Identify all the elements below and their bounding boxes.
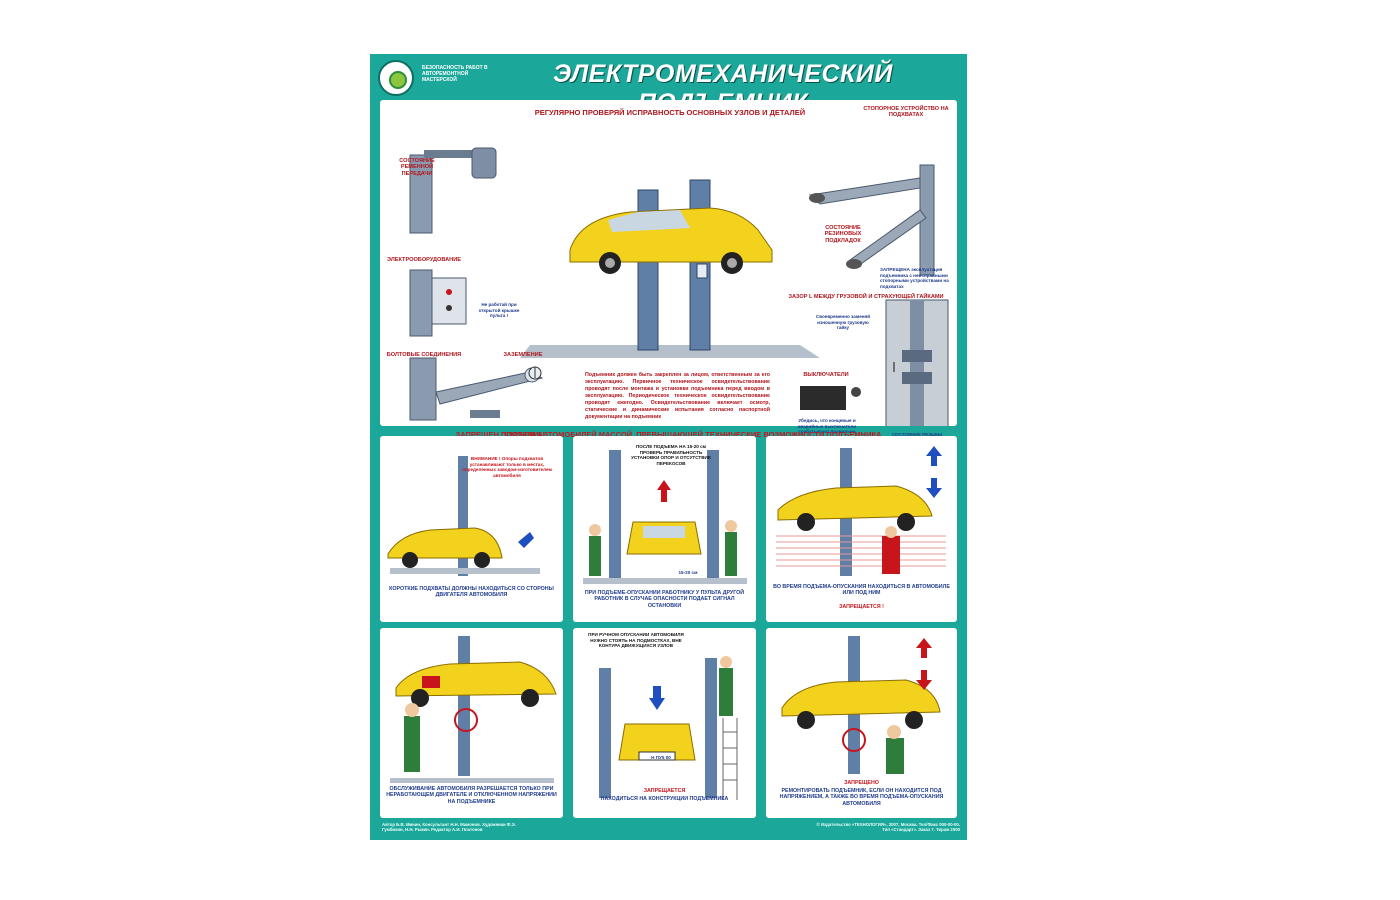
maintenance-banner: РЕГУЛЯРНО ПРОВЕРЯЙ ИСПРАВНОСТЬ ОСНОВНЫХ … <box>534 108 806 117</box>
label-rubber: СОСТОЯНИЕ РЕЗИНОВЫХ ПОДКЛАДОК <box>824 225 862 244</box>
panel-5-note: ПРИ РУЧНОМ ОПУСКАНИИ АВТОМОБИЛЯ НУЖНО СТ… <box>588 632 684 649</box>
footer-publisher: © Издательство «ТЕХНОЛОГИЯ», 2007, Москв… <box>816 822 960 833</box>
label-electro: ЭЛЕКТРООБОРУДОВАНИЕ <box>387 257 461 263</box>
panel-1-caption: КОРОТКИЕ ПОДХВАТЫ ДОЛЖНЫ НАХОДИТЬСЯ СО С… <box>389 586 554 599</box>
panel-5-caption-red: ЗАПРЕЩАЕТСЯ <box>643 788 686 794</box>
panel-5-plate: Н ПУ5 00 <box>651 755 671 760</box>
panel-manual-lowering: ПРИ РУЧНОМ ОПУСКАНИИ АВТОМОБИЛЯ НУЖНО СТ… <box>573 628 756 818</box>
panel-3-caption-red: ЗАПРЕЩАЕТСЯ ! <box>839 604 884 610</box>
panel-6-caption: РЕМОНТИРОВАТЬ ПОДЪЕМНИК, ЕСЛИ ОН НАХОДИТ… <box>779 788 944 807</box>
label-ground: ЗАЗЕМЛЕНИЕ <box>503 352 543 358</box>
ground-icon <box>528 366 542 380</box>
panel-6-illustration <box>781 636 941 774</box>
panel-6-caption-red: ЗАПРЕЩЕНО <box>844 780 879 786</box>
inspection-paragraph: Подъемник должен быть закреплен за лицом… <box>585 372 770 420</box>
label-switches: ВЫКЛЮЧАТЕЛИ <box>803 372 849 378</box>
label-electro-note: Не работай при открытой крышке пульта ! <box>478 302 520 319</box>
poster-header: БЕЗОПАСНОСТЬ РАБОТ В АВТОРЕМОНТНОЙ МАСТЕ… <box>370 54 967 117</box>
panel-2-illustration <box>583 450 747 584</box>
switch-illustration <box>800 386 861 410</box>
lift-arms-illustration <box>808 164 935 276</box>
panel-short-arms: ВНИМАНИЕ ! Опоры подхватов устанавливают… <box>380 436 563 622</box>
panel-2-note: ПОСЛЕ ПОДЪЕМА НА 15-20 см ПРОВЕРЬ ПРАВИЛ… <box>631 444 711 466</box>
label-forbidden-note: ЗАПРЕЩЕНА эксплуатация подъемника с неис… <box>880 267 949 289</box>
panel-2-caption: ПРИ ПОДЪЕМЕ-ОПУСКАНИИ РАБОТНИКУ У ПУЛЬТА… <box>584 590 745 609</box>
panel-3-caption: ВО ВРЕМЯ ПОДЪЕМА-ОПУСКАНИЯ НАХОДИТЬСЯ В … <box>773 584 950 597</box>
label-belt: СОСТОЯНИЕ РЕМЕННОЙ ПЕРЕДАЧИ <box>399 158 435 177</box>
label-stopper: СТОПОРНОЕ УСТРОЙСТВО НА ПОДХВАТАХ <box>863 106 949 119</box>
panel-raise-check: ПОСЛЕ ПОДЪЕМА НА 15-20 см ПРОВЕРЬ ПРАВИЛ… <box>573 436 756 622</box>
panel-5-illustration <box>599 656 738 800</box>
label-bolts: БОЛТОВЫЕ СОЕДИНЕНИЯ <box>386 352 462 358</box>
panel-4-illustration <box>390 636 557 783</box>
bolted-column-illustration <box>409 357 544 421</box>
panel-1-note: ВНИМАНИЕ ! Опоры подхватов устанавливают… <box>462 456 552 478</box>
panel-no-occupants: ВО ВРЕМЯ ПОДЪЕМА-ОПУСКАНИЯ НАХОДИТЬСЯ В … <box>766 436 957 622</box>
panel-2-measure: 15-20 см <box>678 570 698 575</box>
label-gap: ЗАЗОР L МЕЖДУ ГРУЗОВОЙ И СТРАХУЮЩЕЙ ГАЙК… <box>788 294 944 300</box>
panel-4-caption: ОБСЛУЖИВАНИЕ АВТОМОБИЛЯ РАЗРЕШАЕТСЯ ТОЛЬ… <box>386 786 557 805</box>
publisher-logo-icon <box>378 60 414 96</box>
panel-1-illustration <box>387 456 540 576</box>
electrical-box-illustration <box>409 269 467 337</box>
panel-engine-off: ОБСЛУЖИВАНИЕ АВТОМОБИЛЯ РАЗРЕШАЕТСЯ ТОЛЬ… <box>380 628 563 818</box>
panel-repair-forbidden: ЗАПРЕЩЕНО РЕМОНТИРОВАТЬ ПОДЪЕМНИК, ЕСЛИ … <box>766 628 957 818</box>
capacity-warning: ЗАПРЕЩЕН ПОДЪЕМ АВТОМОБИЛЕЙ МАССОЙ, ПРЕВ… <box>455 430 882 439</box>
label-switches-note: Убедись, что концевые и аварийные выключ… <box>797 418 857 435</box>
panel-5-caption: НАХОДИТЬСЯ НА КОНСТРУКЦИИ ПОДЪЕМНИКА <box>600 796 729 802</box>
screw-detail-illustration <box>885 299 949 426</box>
maintenance-illustration <box>409 147 949 426</box>
footer-credits: Автор Б.В. Минин, Консультант Н.Н. Мамон… <box>382 822 516 833</box>
poster: БЕЗОПАСНОСТЬ РАБОТ В АВТОРЕМОНТНОЙ МАСТЕ… <box>370 54 967 840</box>
belt-drive-illustration <box>409 147 497 234</box>
label-gap-note: Своевременно заменяй изношенную грузовую… <box>815 314 871 331</box>
maintenance-panel: РЕГУЛЯРНО ПРОВЕРЯЙ ИСПРАВНОСТЬ ОСНОВНЫХ … <box>380 100 957 451</box>
central-lift-illustration <box>520 179 820 358</box>
panel-3-illustration <box>776 446 946 576</box>
series-title: БЕЗОПАСНОСТЬ РАБОТ В АВТОРЕМОНТНОЙ МАСТЕ… <box>422 65 488 83</box>
